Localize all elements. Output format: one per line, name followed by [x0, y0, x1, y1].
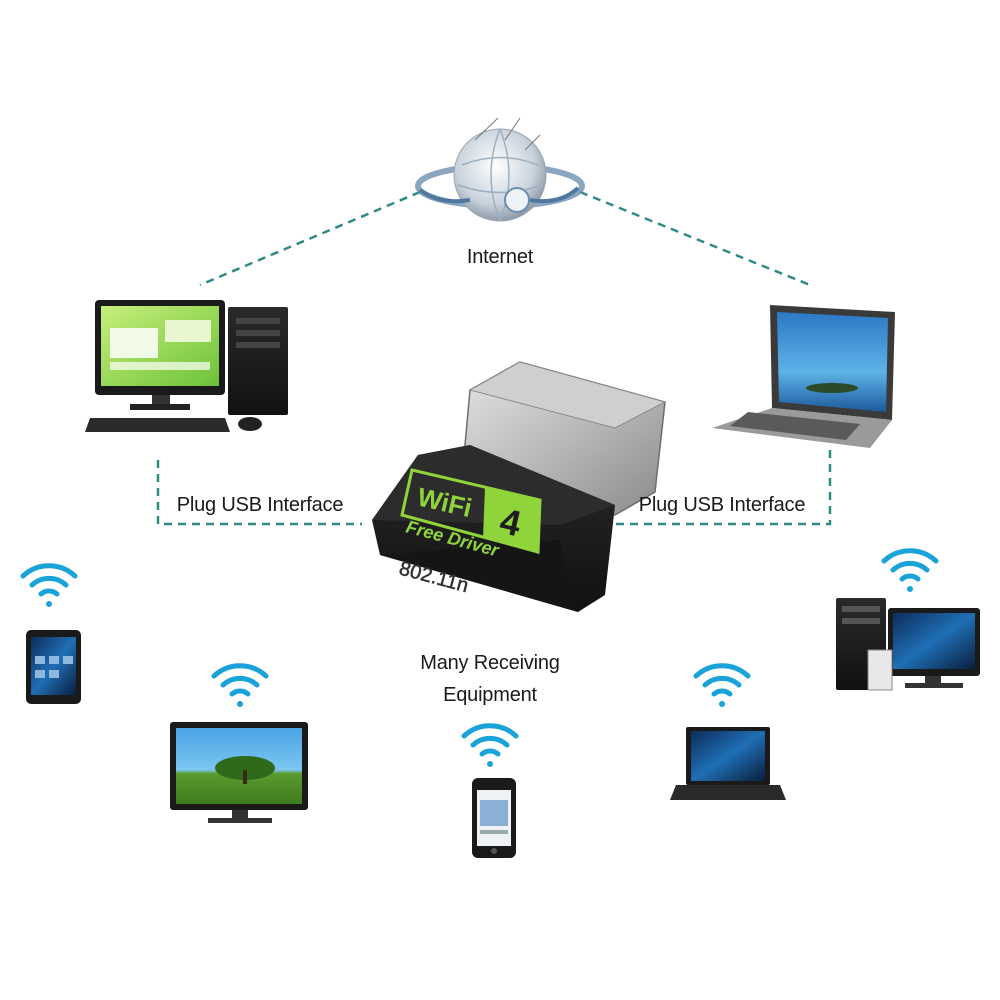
- laptop-icon: [712, 305, 895, 448]
- wifi-icon: [461, 723, 519, 767]
- globe-icon: [415, 117, 585, 222]
- wifi-signal-icons: [20, 548, 939, 767]
- usb-wifi-adapter: WiFi 4 Free Driver 802.11n: [372, 361, 667, 612]
- internet-label: Internet: [466, 246, 534, 268]
- line-laptop-adapter: [615, 450, 832, 526]
- desktop-monitor-icon: [836, 598, 980, 691]
- line-desktop-adapter: [156, 460, 362, 526]
- desktop-computer-icon: [85, 300, 288, 432]
- small-laptop-icon: [670, 727, 786, 800]
- tv-icon: [170, 722, 308, 823]
- tablet-icon: [26, 630, 81, 704]
- wifi-icon: [211, 663, 269, 707]
- smartphone-icon: [472, 778, 516, 858]
- wifi-icon: [881, 548, 939, 592]
- wifi-icon: [20, 563, 78, 607]
- plug-usb-left-label: Plug USB Interface: [176, 494, 344, 516]
- receiving-line-1: Many Receiving: [420, 652, 560, 674]
- receiving-line-2: Equipment: [443, 684, 537, 706]
- plug-usb-right-label: Plug USB Interface: [638, 494, 806, 516]
- connection-lines: [156, 190, 832, 526]
- receiving-equipment-label: Many Receiving Equipment: [390, 647, 590, 711]
- line-internet-right: [579, 190, 811, 287]
- line-internet-left: [199, 190, 421, 287]
- wifi-icon: [693, 663, 751, 707]
